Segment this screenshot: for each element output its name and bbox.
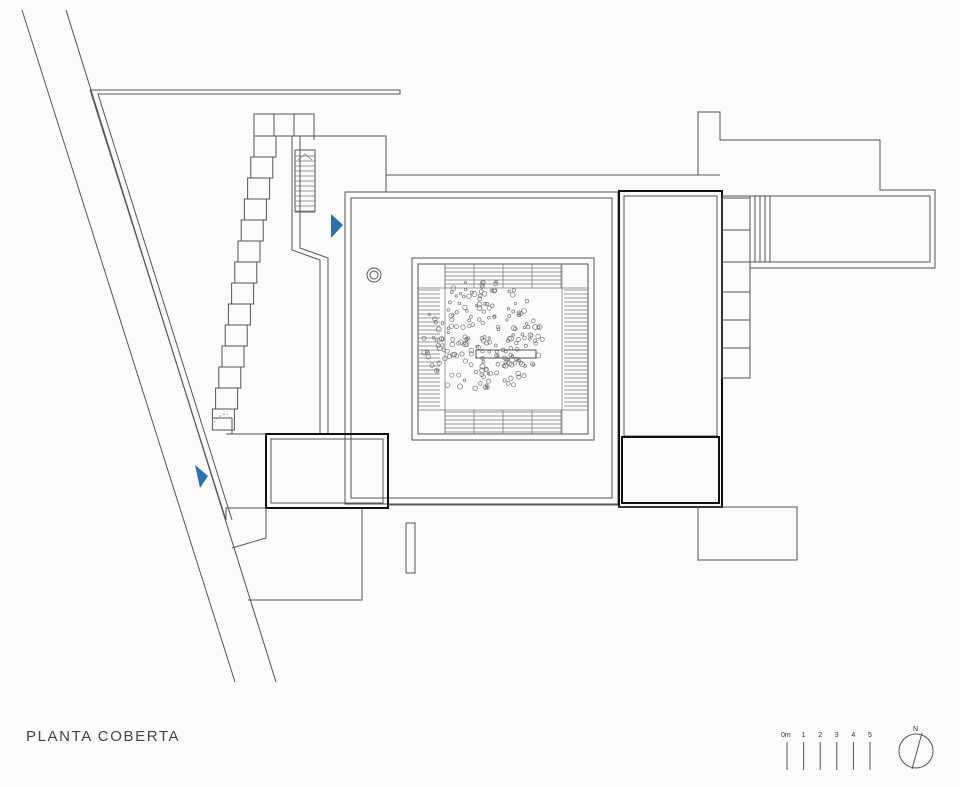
terrace-step bbox=[238, 241, 260, 262]
scale-label: 0m bbox=[781, 732, 791, 739]
door-swing bbox=[211, 413, 229, 431]
access-stair bbox=[295, 150, 315, 212]
lower-left-extension bbox=[213, 418, 618, 600]
right-volume bbox=[619, 191, 722, 507]
scale-label: 4 bbox=[851, 732, 855, 739]
small-bench bbox=[406, 523, 415, 573]
terrace-step bbox=[251, 157, 273, 178]
left-volume bbox=[266, 434, 388, 508]
scale-bar: 0m 1 2 3 4 5 bbox=[781, 732, 872, 770]
terrace-step bbox=[235, 262, 257, 283]
north-arrow-icon: N bbox=[899, 726, 933, 769]
terrace-step bbox=[228, 304, 250, 325]
drawing-title: PLANTA COBERTA bbox=[26, 728, 181, 745]
terrace-step bbox=[216, 388, 238, 409]
terrace-step bbox=[225, 325, 247, 346]
terrace-step bbox=[232, 283, 254, 304]
scale-label: 2 bbox=[818, 732, 822, 739]
scale-label: 1 bbox=[802, 732, 806, 739]
terrace-step bbox=[219, 367, 241, 388]
central-courtyard bbox=[412, 258, 594, 440]
terrace-step bbox=[222, 346, 244, 367]
scale-label: 3 bbox=[835, 732, 839, 739]
terrace-step bbox=[248, 178, 270, 199]
main-roof-slab bbox=[345, 192, 618, 504]
top-blocks bbox=[254, 114, 314, 136]
courtyard-tree-canopy bbox=[422, 280, 545, 390]
entrance-markers bbox=[195, 214, 343, 488]
terrace-step bbox=[244, 199, 266, 220]
right-annex bbox=[618, 112, 935, 560]
stepped-terraces bbox=[212, 136, 276, 430]
terrace-step bbox=[241, 220, 263, 241]
corridor bbox=[292, 136, 720, 434]
roof-drain bbox=[367, 268, 381, 282]
site-boundary-wall bbox=[90, 90, 400, 520]
courtyard-bench bbox=[476, 350, 536, 358]
north-label: N bbox=[913, 726, 918, 733]
terrace-step bbox=[212, 409, 234, 430]
terrace-step bbox=[254, 136, 276, 157]
scale-label: 5 bbox=[868, 732, 872, 739]
triangle-arrow-icon bbox=[331, 214, 343, 238]
triangle-arrow-icon bbox=[195, 465, 208, 488]
